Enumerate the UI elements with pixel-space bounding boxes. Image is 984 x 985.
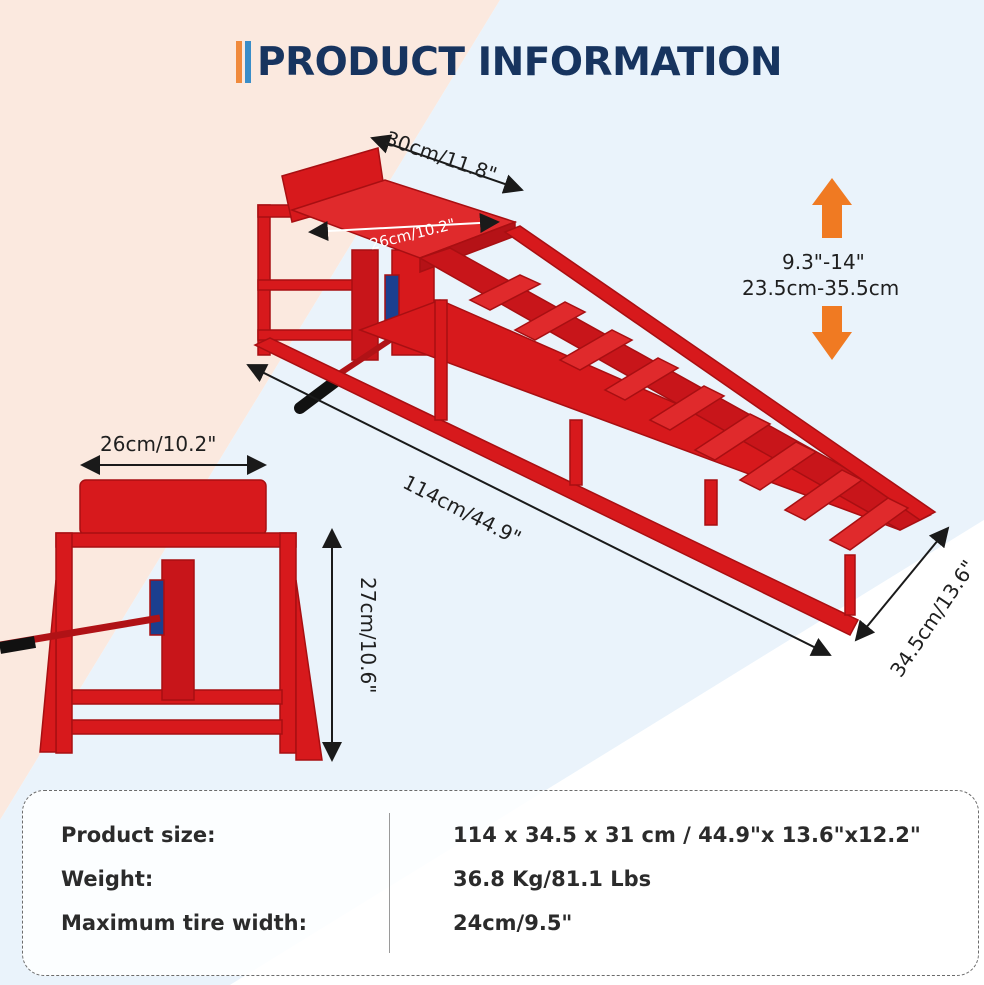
page-title: PRODUCT INFORMATION	[236, 34, 782, 90]
dim-front-height: 27cm/10.6"	[356, 577, 380, 694]
spec-row-product-size: Product size: 114 x 34.5 x 31 cm / 44.9"…	[23, 823, 980, 863]
spec-label: Weight:	[61, 867, 154, 891]
specs-divider	[389, 813, 390, 953]
spec-label: Product size:	[61, 823, 216, 847]
title-accent-blue	[245, 41, 251, 83]
ramp-front-view	[0, 479, 323, 761]
lift-arrows	[812, 178, 852, 360]
spec-row-max-tire-width: Maximum tire width: 24cm/9.5"	[23, 911, 980, 951]
spec-value: 36.8 Kg/81.1 Lbs	[453, 867, 652, 891]
title-text: PRODUCT INFORMATION	[257, 39, 782, 85]
spec-value: 114 x 34.5 x 31 cm / 44.9"x 13.6"x12.2"	[453, 823, 921, 847]
dim-lift-range-in: 9.3"-14"	[782, 250, 865, 274]
dim-lift-range-cm: 23.5cm-35.5cm	[742, 276, 900, 300]
specs-table: Product size: 114 x 34.5 x 31 cm / 44.9"…	[22, 790, 979, 976]
title-accent-orange	[236, 41, 242, 83]
spec-label: Maximum tire width:	[61, 911, 308, 935]
dim-front-width: 26cm/10.2"	[100, 432, 217, 456]
dimension-lines	[80, 134, 950, 762]
spec-row-weight: Weight: 36.8 Kg/81.1 Lbs	[23, 867, 980, 907]
spec-value: 24cm/9.5"	[453, 911, 573, 935]
